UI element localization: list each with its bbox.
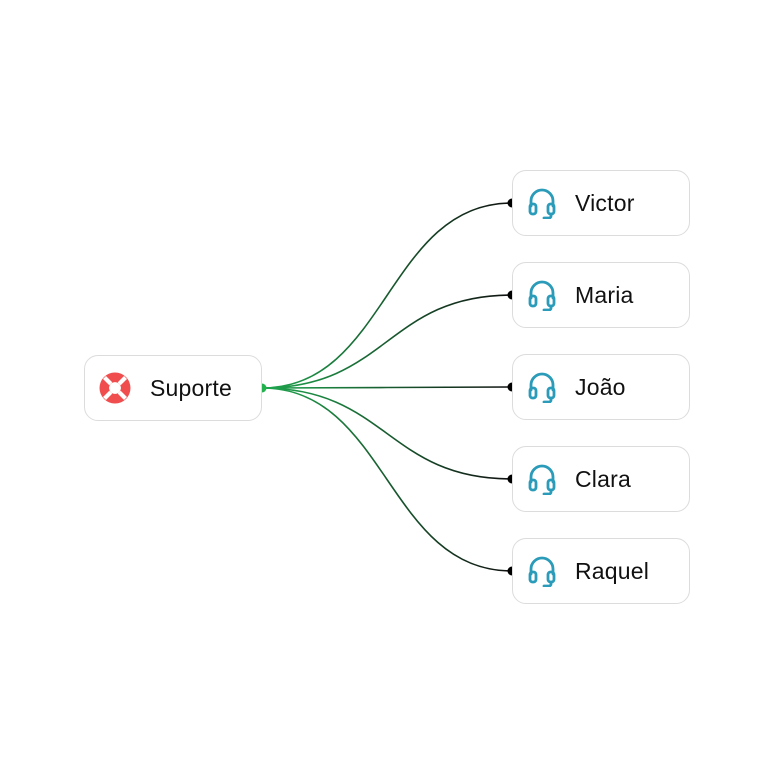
node-label: Clara <box>575 465 631 492</box>
node-agent[interactable]: João <box>512 354 690 420</box>
node-label: Raquel <box>575 557 650 584</box>
lifebuoy-icon <box>99 372 131 404</box>
node-agent[interactable]: Clara <box>512 446 690 512</box>
node-label: João <box>575 373 626 400</box>
headset-icon <box>526 371 558 403</box>
node-agent[interactable]: Maria <box>512 262 690 328</box>
node-agent[interactable]: Raquel <box>512 538 690 604</box>
headset-icon <box>526 463 558 495</box>
connector-edge <box>261 294 513 389</box>
node-suporte[interactable]: Suporte <box>84 355 262 421</box>
connector-edge <box>261 387 513 480</box>
node-label: Victor <box>575 189 635 216</box>
connector-edge <box>261 202 513 389</box>
node-label: Suporte <box>150 374 232 401</box>
headset-icon <box>526 555 558 587</box>
node-agent[interactable]: Victor <box>512 170 690 236</box>
headset-icon <box>526 187 558 219</box>
connector-edge <box>261 387 513 572</box>
connector-edge <box>261 386 513 389</box>
headset-icon <box>526 279 558 311</box>
node-label: Maria <box>575 281 634 308</box>
